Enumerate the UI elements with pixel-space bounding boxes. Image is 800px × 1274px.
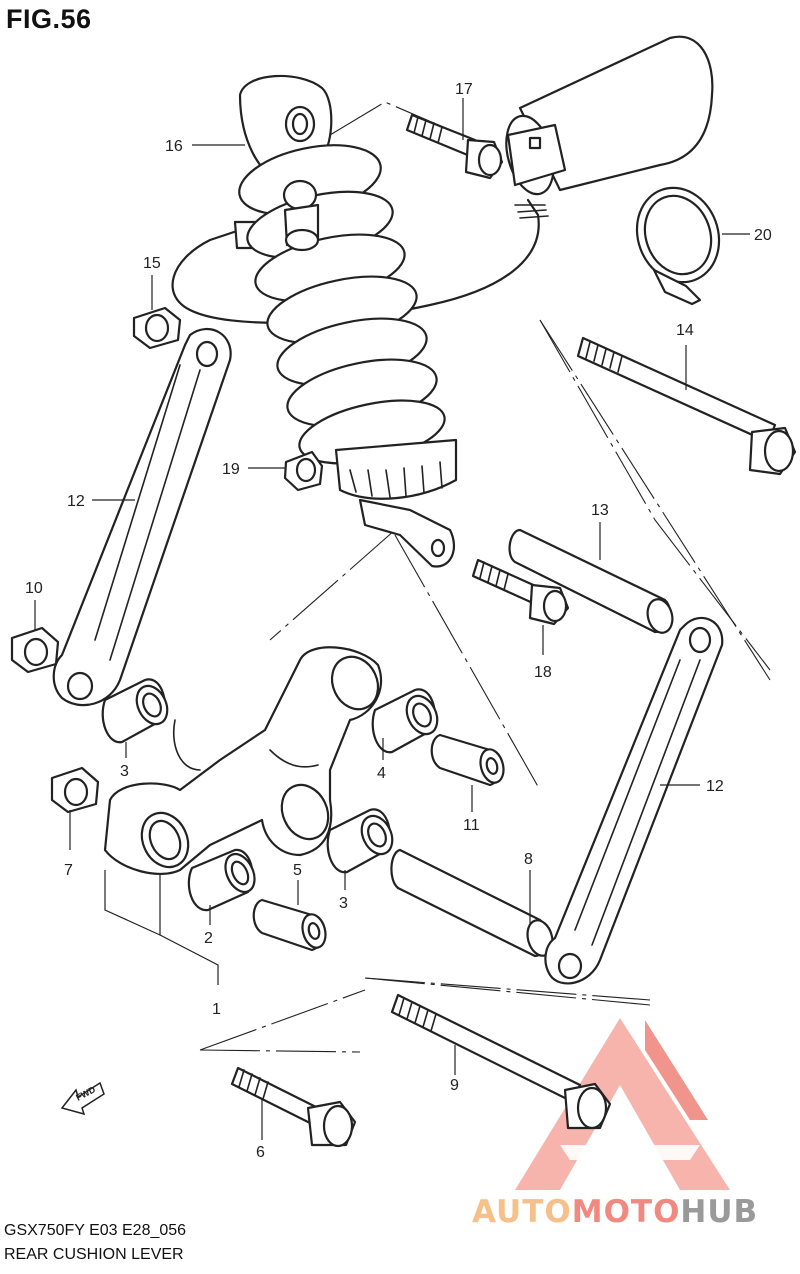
part-13-spacer bbox=[508, 528, 674, 634]
callout-14: 14 bbox=[676, 322, 694, 339]
callout-19: 19 bbox=[222, 461, 240, 478]
part-6-bolt bbox=[230, 1066, 357, 1148]
callout-20: 20 bbox=[754, 227, 772, 244]
part-8-spacer bbox=[390, 848, 554, 958]
watermark-logo: AUTOMOTOHUB bbox=[472, 1018, 758, 1230]
callout-17: 17 bbox=[455, 81, 473, 98]
callout-8: 8 bbox=[524, 851, 533, 868]
callout-13: 13 bbox=[591, 502, 609, 519]
part-17-bolt bbox=[405, 113, 504, 180]
callout-5: 5 bbox=[293, 862, 302, 879]
callout-15: 15 bbox=[143, 255, 161, 272]
callout-7: 7 bbox=[64, 862, 73, 879]
part-12-link-rod-right bbox=[544, 616, 724, 985]
callout-18: 18 bbox=[534, 664, 552, 681]
callout-11: 11 bbox=[463, 817, 480, 834]
fwd-direction-arrow: FWD bbox=[60, 1081, 105, 1116]
model-code: GSX750FY E03 E28_056 bbox=[4, 1222, 187, 1239]
part-19-nut bbox=[283, 450, 324, 492]
watermark-part2: MOTO bbox=[572, 1194, 681, 1230]
part-10-nut bbox=[10, 626, 60, 674]
part-2-bushing bbox=[187, 848, 256, 912]
callout-numbers: 16 17 20 15 14 19 12 13 10 18 3 4 12 11 … bbox=[25, 81, 772, 1161]
part-9-bolt bbox=[390, 993, 612, 1130]
watermark-part3: HUB bbox=[680, 1194, 758, 1230]
callout-10: 10 bbox=[25, 580, 43, 597]
part-15-nut bbox=[132, 306, 182, 350]
callout-1: 1 bbox=[212, 1001, 221, 1018]
part-1-cushion-lever bbox=[103, 646, 383, 875]
callout-3-lower: 3 bbox=[339, 895, 348, 912]
assembly-guide-lines bbox=[199, 101, 771, 1053]
part-20-hose-clamp bbox=[635, 186, 721, 306]
section-name: REAR CUSHION LEVER bbox=[4, 1246, 184, 1263]
part-14-bolt bbox=[576, 336, 797, 476]
callout-12-left: 12 bbox=[67, 493, 85, 510]
callout-12-right: 12 bbox=[706, 778, 724, 795]
watermark-part1: AUTO bbox=[472, 1194, 572, 1230]
callout-16: 16 bbox=[165, 138, 183, 155]
callout-4: 4 bbox=[377, 765, 386, 782]
part-3-bushing-upper bbox=[101, 678, 169, 744]
part-5-spacer bbox=[252, 898, 327, 952]
figure-title: FIG.56 bbox=[6, 4, 92, 34]
callout-9: 9 bbox=[450, 1077, 459, 1094]
part-18-bolt bbox=[471, 558, 570, 626]
part-16-rear-shock bbox=[171, 35, 714, 568]
part-12-link-rod-left bbox=[52, 328, 232, 707]
part-4-bushing bbox=[371, 688, 439, 754]
part-7-nut bbox=[50, 766, 100, 814]
part-3-bushing-lower bbox=[326, 808, 394, 874]
leader-lines bbox=[34, 98, 750, 1140]
part-11-spacer bbox=[430, 733, 505, 787]
callout-6: 6 bbox=[256, 1144, 265, 1161]
callout-3-upper: 3 bbox=[120, 763, 129, 780]
callout-2: 2 bbox=[204, 930, 213, 947]
watermark-auto: AUTOMOTOHUB bbox=[472, 1194, 758, 1230]
